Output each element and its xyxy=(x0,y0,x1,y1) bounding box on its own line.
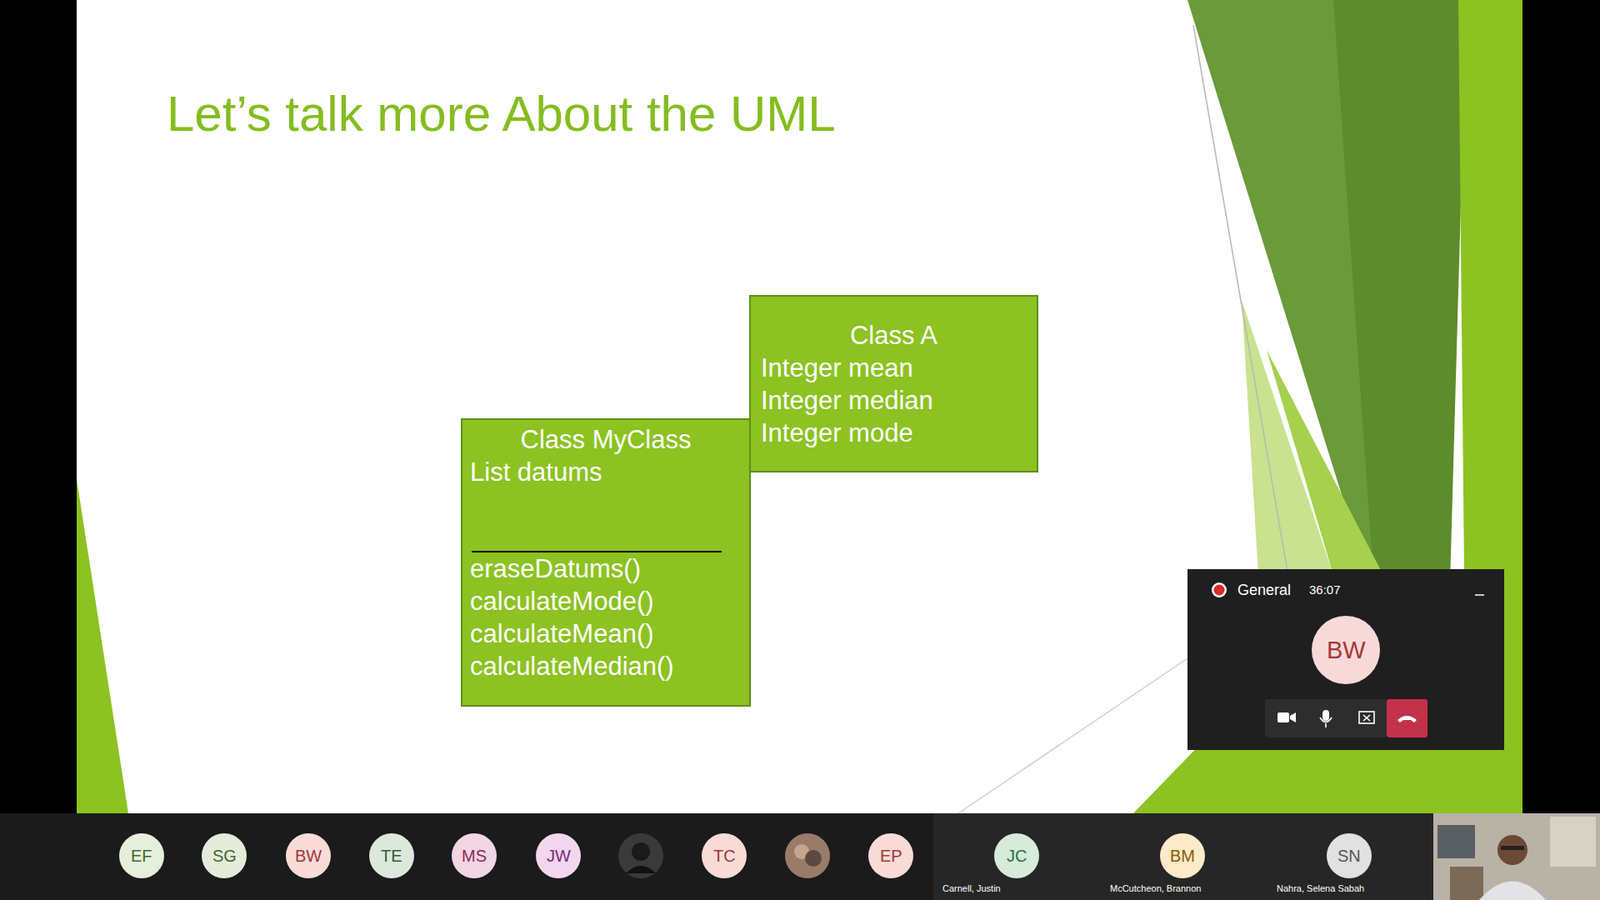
method-name: calculateMode() xyxy=(470,585,655,618)
webcam-feed xyxy=(1433,813,1600,900)
avatar-circle xyxy=(868,833,914,879)
slide-decoration xyxy=(1266,350,1384,575)
uml-class-box: Class AInteger meanInteger medianInteger… xyxy=(749,295,1039,473)
participant-name: Nahra, Selena Sabah xyxy=(1276,883,1365,895)
method-name: calculateMean() xyxy=(470,617,655,650)
hangup-icon xyxy=(1397,715,1417,723)
minimize-icon xyxy=(1475,594,1485,596)
slide-decoration-line xyxy=(958,658,1188,814)
avatar-initials: JW xyxy=(546,845,571,866)
avatar-initials: SN xyxy=(1337,845,1361,866)
class-name: Class A xyxy=(850,319,938,352)
avatar-initials: JC xyxy=(1006,845,1027,866)
avatar-initials: TE xyxy=(380,845,403,866)
participant-tiles xyxy=(933,813,1434,900)
avatar-circle xyxy=(1311,615,1380,685)
attribute-name: Integer mode xyxy=(760,416,914,450)
avatar-circle xyxy=(701,833,747,879)
record-dot xyxy=(1214,585,1225,596)
avatar-photo xyxy=(618,833,664,879)
avatar-circle xyxy=(535,833,581,879)
slide-canvas xyxy=(76,0,1523,814)
participant-name: Carnell, Justin xyxy=(942,883,1001,895)
slide-decoration xyxy=(76,479,129,814)
avatar-initials: EF xyxy=(130,845,153,866)
participant-name: McCutcheon, Brannon xyxy=(1110,883,1201,895)
avatar-circle xyxy=(451,833,497,879)
mic-icon xyxy=(1320,710,1332,728)
attribute-section: Integer meanInteger medianInteger mode xyxy=(760,351,1027,450)
slide-decoration-line xyxy=(1193,25,1288,572)
avatar-circle xyxy=(994,833,1040,879)
call-panel xyxy=(1187,569,1505,750)
attribute-name: List datums xyxy=(470,455,603,489)
avatar-circle xyxy=(369,833,415,879)
avatar-initials: MS xyxy=(461,845,487,866)
compartment-divider xyxy=(471,550,722,553)
attribute-section: List datums xyxy=(470,455,742,551)
class-name: Class MyClass xyxy=(520,423,692,456)
call-status: 36:07 xyxy=(1309,582,1341,598)
avatar-circle xyxy=(201,833,247,879)
slide-title: Let’s talk more About the UML xyxy=(166,84,836,145)
method-section: eraseDatums()calculateMode()calculateMea… xyxy=(470,552,742,683)
uml-class-box: Class MyClassList datumseraseDatums()cal… xyxy=(460,418,751,707)
record-dot xyxy=(1211,582,1227,598)
avatar-circle xyxy=(119,833,165,879)
call-status: General xyxy=(1237,580,1291,600)
slide-decoration xyxy=(1333,0,1467,600)
participant-bar xyxy=(0,813,1600,900)
avatar-circle xyxy=(1326,833,1372,879)
avatar-initials: EP xyxy=(880,845,903,866)
avatar-initials: BM xyxy=(1170,845,1195,866)
avatar-circle xyxy=(1160,833,1205,879)
hangup-button xyxy=(1386,699,1428,738)
attribute-name: Integer median xyxy=(760,384,934,417)
camera-icon xyxy=(1277,712,1296,723)
slide-decoration xyxy=(1241,300,1334,575)
avatar-photo xyxy=(785,833,830,879)
method-name: calculateMedian() xyxy=(470,650,675,683)
attribute-name: Integer mean xyxy=(760,351,914,385)
call-controls xyxy=(1265,699,1387,738)
avatar-initials: SG xyxy=(212,845,237,866)
avatar-initials: BW xyxy=(1326,635,1366,665)
avatar-initials: TC xyxy=(713,845,736,866)
share-icon xyxy=(1359,711,1375,724)
avatar-circle xyxy=(285,833,331,879)
slide-decoration xyxy=(1133,566,1523,814)
avatar-initials: BW xyxy=(295,845,322,866)
method-name: eraseDatums() xyxy=(470,552,641,585)
